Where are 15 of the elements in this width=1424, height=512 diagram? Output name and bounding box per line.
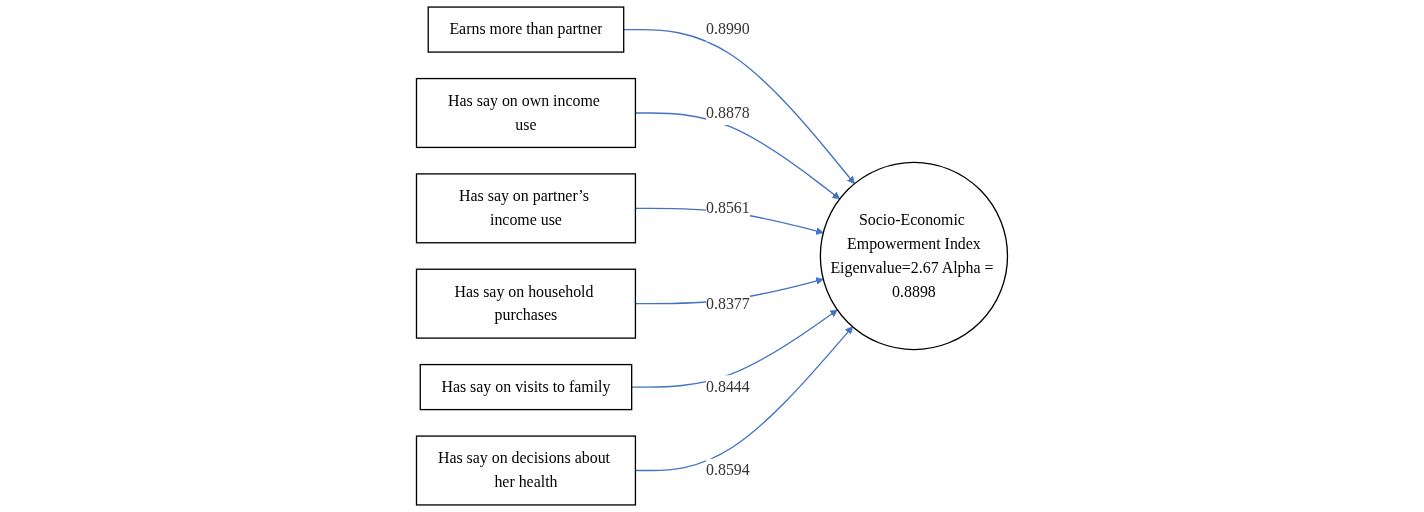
node-circle: Socio-Economic Empowerment Index Eigenvalue=2.67 Alpha = 0.8898 — [819, 161, 1009, 351]
node-box: Has say on household purchases — [415, 268, 637, 339]
edge-label: 0.8377 — [706, 294, 750, 313]
edge-label: 0.8990 — [706, 20, 750, 38]
arrow — [631, 309, 838, 388]
node-box: Has say on visits to family — [419, 363, 633, 411]
node-box: Has say on decisions about her health — [415, 435, 637, 506]
edge-label: 0.8561 — [706, 199, 750, 217]
node-box: Earns more than partner — [427, 6, 625, 53]
arrow — [623, 28, 855, 185]
edge-label: 0.8878 — [706, 103, 750, 122]
node-box: Has say on own income use — [415, 77, 637, 149]
edge-label: 0.8444 — [706, 377, 750, 396]
edge-label: 0.8594 — [706, 461, 750, 479]
node-box: Has say on partner’s income use — [415, 173, 637, 244]
